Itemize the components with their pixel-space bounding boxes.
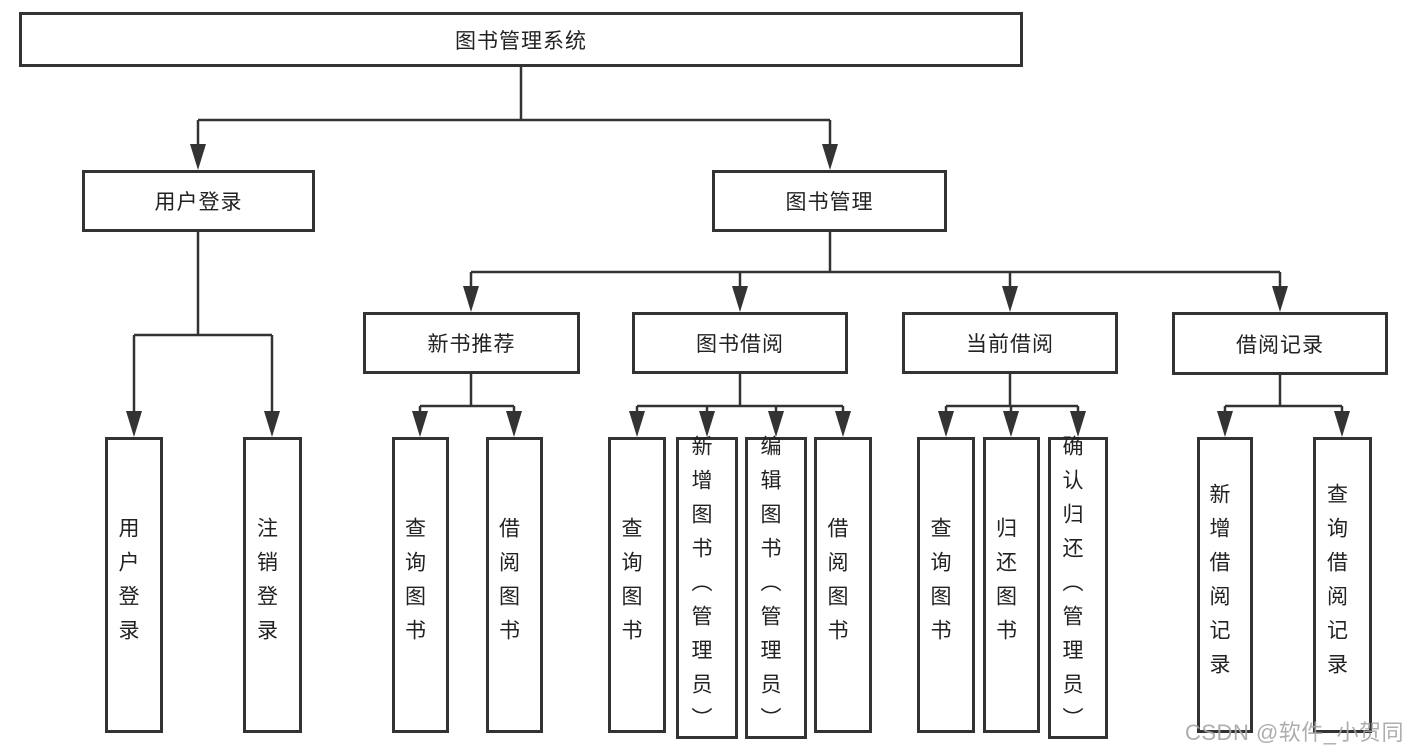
node-root-system-label: 图书管理系统 (455, 29, 587, 53)
node-book-borrowing-label: 图书借阅 (696, 333, 784, 356)
leaf-borrowing-query-books-label: 查询图书 (619, 517, 642, 653)
leaf-add-borrow-record: 新增借阅记录 (1197, 437, 1253, 733)
leaf-recommend-query-books: 查询图书 (392, 437, 449, 733)
node-current-borrowing: 当前借阅 (902, 312, 1118, 374)
leaf-recommend-query-books-label: 查询图书 (402, 517, 426, 653)
node-new-book-recommend: 新书推荐 (363, 312, 580, 374)
leaf-query-borrow-record: 查询借阅记录 (1313, 437, 1372, 733)
node-borrowing-records-label: 借阅记录 (1236, 333, 1324, 357)
node-new-book-recommend-label: 新书推荐 (427, 333, 516, 356)
node-current-borrowing-label: 当前借阅 (966, 333, 1054, 356)
node-book-borrowing: 图书借阅 (632, 312, 848, 374)
node-user-login: 用户登录 (82, 170, 315, 232)
leaf-borrowing-borrow-books: 借阅图书 (814, 437, 872, 733)
leaf-user-login: 用户登录 (105, 437, 163, 733)
leaf-query-borrow-record-label: 查询借阅记录 (1324, 483, 1348, 687)
leaf-edit-books-admin-label: 编辑图书（管理员） (758, 435, 781, 741)
leaf-borrowing-query-books: 查询图书 (608, 437, 666, 733)
leaf-confirm-return-admin-label: 确认归还（管理员） (1060, 435, 1083, 741)
node-user-login-label: 用户登录 (154, 191, 243, 214)
leaf-current-query-books: 查询图书 (917, 437, 975, 733)
node-book-management-label: 图书管理 (785, 191, 874, 214)
leaf-user-login-label: 用户登录 (116, 517, 139, 653)
node-root-system: 图书管理系统 (19, 12, 1023, 67)
node-book-management: 图书管理 (712, 170, 947, 232)
leaf-recommend-borrow-books: 借阅图书 (486, 437, 543, 733)
node-borrowing-records: 借阅记录 (1172, 312, 1388, 375)
leaf-logout-label: 注销登录 (254, 517, 278, 653)
leaf-edit-books-admin: 编辑图书（管理员） (745, 435, 807, 741)
leaf-logout: 注销登录 (243, 437, 302, 733)
leaf-recommend-borrow-books-label: 借阅图书 (496, 517, 520, 653)
watermark: CSDN @软件_小贺同学 (1185, 720, 1405, 745)
leaf-current-query-books-label: 查询图书 (928, 517, 951, 653)
leaf-confirm-return-admin: 确认归还（管理员） (1048, 435, 1108, 741)
leaf-borrowing-borrow-books-label: 借阅图书 (825, 517, 848, 653)
leaf-return-books-label: 归还图书 (993, 517, 1017, 653)
leaf-add-books-admin: 新增图书（管理员） (676, 435, 738, 741)
leaf-add-books-admin-label: 新增图书（管理员） (689, 435, 712, 741)
leaf-return-books: 归还图书 (983, 437, 1040, 733)
leaf-add-borrow-record-label: 新增借阅记录 (1207, 483, 1230, 687)
